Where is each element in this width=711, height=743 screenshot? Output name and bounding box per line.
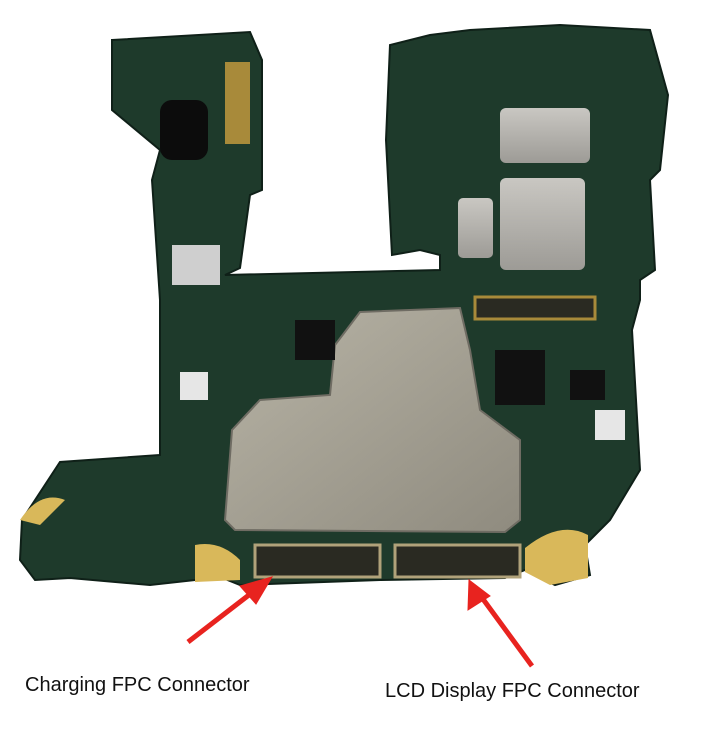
charging-fpc-connector — [253, 543, 382, 579]
qr-label — [172, 245, 220, 285]
camera-connector — [225, 62, 250, 144]
lcd-fpc-label: LCD Display FPC Connector — [385, 680, 640, 702]
arrow-charging — [186, 576, 274, 644]
chip-2048 — [500, 178, 585, 270]
charging-fpc-label: Charging FPC Connector — [25, 674, 250, 696]
qr-label — [595, 410, 625, 440]
connector — [473, 295, 597, 321]
lcd-fpc-connector — [393, 543, 522, 579]
gold-pad — [525, 529, 588, 585]
ic — [295, 320, 335, 360]
metal-shield — [223, 306, 521, 534]
qr-label — [180, 372, 208, 400]
chip-small — [458, 198, 493, 258]
sensor-module — [160, 100, 208, 160]
chip-916 — [500, 108, 590, 163]
gold-pad — [195, 544, 240, 582]
ic — [570, 370, 605, 400]
gold-pad — [20, 497, 65, 525]
ic — [495, 350, 545, 405]
arrow-lcd — [467, 579, 535, 668]
